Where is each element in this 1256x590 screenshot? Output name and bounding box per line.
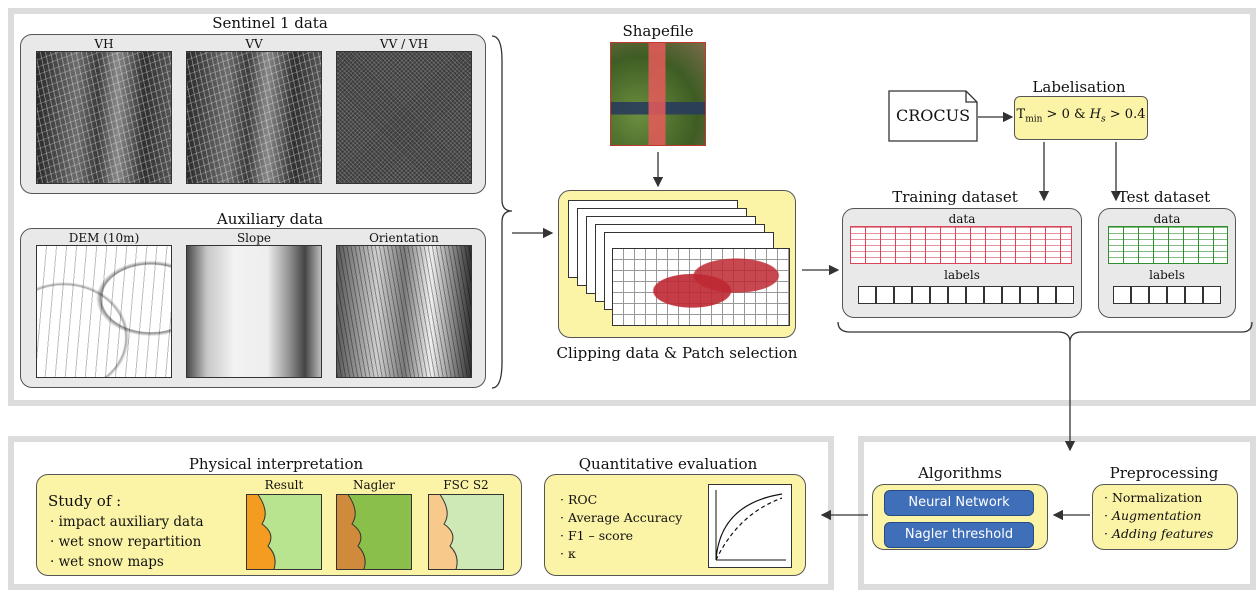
vv-image xyxy=(186,51,322,184)
prep-item-3: · Adding features xyxy=(1104,526,1214,541)
neural-network-button[interactable]: Neural Network xyxy=(884,490,1034,516)
prep-item-2: · Augmentation xyxy=(1104,508,1202,523)
map-nagler xyxy=(336,494,412,570)
preprocessing-box xyxy=(1092,484,1238,550)
bottom-right-panel-frame xyxy=(858,436,1256,590)
test-labels-label: labels xyxy=(1149,268,1185,282)
test-label-cells xyxy=(1113,286,1221,304)
roc-curve-plot xyxy=(708,484,792,568)
sentinel-label-vv: VV xyxy=(245,37,263,51)
study-item-3: · wet snow maps xyxy=(50,554,164,570)
sentinel-label-vvvh: VV / VH xyxy=(379,37,429,51)
crocus-label: CROCUS xyxy=(895,106,971,125)
aux-label-slope: Slope xyxy=(236,231,272,245)
map-label-nagler: Nagler xyxy=(352,478,395,492)
study-item-2: · wet snow repartition xyxy=(50,534,202,550)
training-title: Training dataset xyxy=(892,188,1018,206)
labelisation-title: Labelisation xyxy=(1032,78,1126,96)
patch-grid xyxy=(612,248,790,326)
labelisation-rule: Tmin > 0 & Hs > 0.4 xyxy=(1016,107,1146,125)
preprocessing-title: Preprocessing xyxy=(1109,464,1219,482)
map-result xyxy=(246,494,322,570)
test-title: Test dataset xyxy=(1117,188,1211,206)
algorithms-title: Algorithms xyxy=(918,464,1002,482)
data-brace xyxy=(491,35,513,389)
test-data-label: data xyxy=(1153,212,1181,226)
sentinel-label-vh: VH xyxy=(94,37,114,51)
sentinel-title: Sentinel 1 data xyxy=(212,14,328,32)
top-panel-frame xyxy=(8,8,1256,406)
crocus-document-icon xyxy=(888,90,978,142)
slope-image xyxy=(186,245,322,378)
quant-item-1: · ROC xyxy=(560,492,598,507)
auxiliary-title: Auxiliary data xyxy=(216,210,324,228)
nagler-threshold-button[interactable]: Nagler threshold xyxy=(884,522,1034,548)
vh-image xyxy=(36,51,172,184)
aux-label-dem: DEM (10m) xyxy=(68,231,140,245)
training-labels-label: labels xyxy=(944,268,980,282)
study-title: Study of : xyxy=(48,492,122,510)
quant-item-3: · F1 – score xyxy=(560,528,634,543)
test-data-cubes xyxy=(1108,226,1228,264)
training-label-cells xyxy=(858,286,1074,304)
training-data-label: data xyxy=(948,212,976,226)
quantitative-title: Quantitative evaluation xyxy=(578,455,758,473)
labelisation-rule-box xyxy=(1014,96,1148,140)
patch-stack xyxy=(568,200,790,326)
vv-vh-image xyxy=(336,51,472,184)
training-data-cubes xyxy=(850,226,1072,264)
orientation-image xyxy=(336,245,472,378)
map-label-result: Result xyxy=(264,478,304,492)
clipping-caption: Clipping data & Patch selection xyxy=(556,344,798,362)
quant-item-2: · Average Accuracy xyxy=(560,510,683,525)
map-fsc-s2 xyxy=(428,494,504,570)
aux-label-orientation: Orientation xyxy=(369,231,439,245)
physical-title: Physical interpretation xyxy=(188,455,364,473)
shapefile-title: Shapefile xyxy=(622,22,694,40)
study-item-1: · impact auxiliary data xyxy=(50,514,204,530)
map-label-fsc: FSC S2 xyxy=(443,478,489,492)
dataset-brace xyxy=(837,321,1253,343)
dem-image xyxy=(36,245,172,378)
shapefile-image xyxy=(610,42,706,146)
quant-item-4: · κ xyxy=(560,546,576,561)
prep-item-1: · Normalization xyxy=(1104,490,1203,505)
